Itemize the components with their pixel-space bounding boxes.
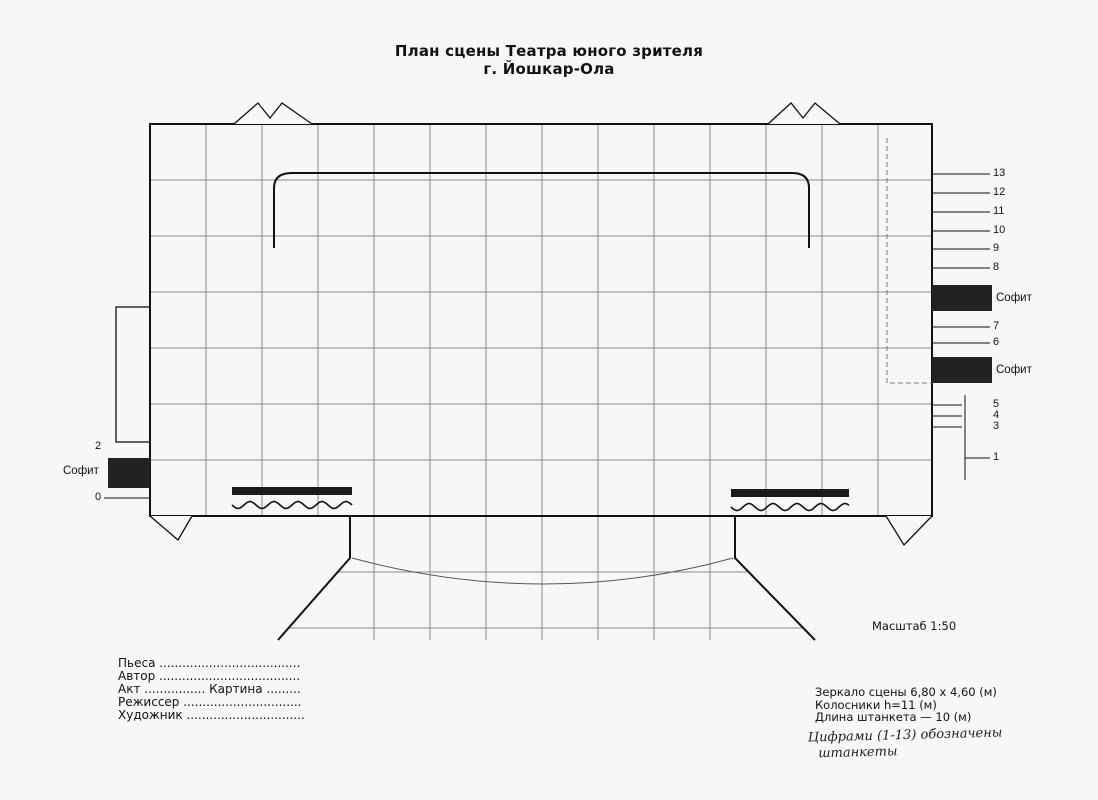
batten-number-11: 11 <box>993 205 1005 217</box>
stage-grid <box>150 124 932 640</box>
cyclorama-line <box>273 172 810 248</box>
batten-number-2: 2 <box>95 440 102 452</box>
batten-number-7: 7 <box>993 320 1000 332</box>
form-field-play: Пьеса ..................................… <box>118 656 301 670</box>
top-left-notch <box>233 102 313 125</box>
right-curtain-wave <box>730 502 850 512</box>
sofit-label-left: Софит <box>63 465 99 477</box>
bottom-right-notch <box>885 515 933 547</box>
stage-specs: Зеркало сцены 6,80 х 4,60 (м) Колосники … <box>815 686 997 724</box>
sofit-left-block <box>108 458 150 488</box>
handwritten-note: Цифрами (1-13) обозначены штанкеты <box>808 725 1003 762</box>
batten-number-13: 13 <box>993 167 1006 179</box>
production-form: Пьеса ..................................… <box>118 657 305 722</box>
batten-number-10: 10 <box>993 224 1006 236</box>
form-field-director: Режиссер ............................... <box>118 695 302 709</box>
forestage-walls <box>277 516 816 641</box>
right-dashed-pocket <box>886 138 932 384</box>
batten-number-12: 12 <box>993 186 1006 198</box>
forestage-curve <box>351 557 734 585</box>
left-side-pocket <box>115 306 151 443</box>
stage-outline <box>149 123 933 517</box>
form-field-act-scene: Акт ................ Картина ......... <box>118 682 301 696</box>
batten-number-0: 0 <box>95 491 102 503</box>
left-curtain-bar <box>232 487 352 495</box>
spec-grid-height: Колосники h=11 (м) <box>815 697 937 712</box>
batten-number-5: 5 <box>993 398 1000 410</box>
spec-batten-length: Длина штанкета — 10 (м) <box>815 710 972 724</box>
plan-subtitle-city: г. Йошкар-Ола <box>483 60 615 78</box>
form-field-author: Автор ..................................… <box>118 669 301 683</box>
sofit-label-right-upper: Софит <box>996 292 1032 304</box>
bottom-left-notch <box>149 515 193 542</box>
sofit-right-lower-block <box>932 357 992 383</box>
batten-lines-right <box>932 173 990 480</box>
batten-number-6: 6 <box>993 336 1000 348</box>
batten-number-4: 4 <box>993 409 1000 421</box>
scale-label: Масштаб 1:50 <box>872 619 957 633</box>
left-curtain-wave <box>231 500 353 510</box>
spec-proscenium: Зеркало сцены 6,80 х 4,60 (м) <box>815 685 997 699</box>
batten-number-1: 1 <box>993 451 1000 463</box>
sofit-label-right-lower: Софит <box>996 364 1032 376</box>
batten-number-8: 8 <box>993 261 1000 273</box>
sofit-right-upper-block <box>932 285 992 311</box>
form-field-designer: Художник ............................... <box>118 708 305 722</box>
batten-number-3: 3 <box>993 420 1000 432</box>
top-right-notch <box>767 102 841 125</box>
batten-number-9: 9 <box>993 242 1000 254</box>
plan-title: План сцены Театра юного зрителя <box>394 42 704 60</box>
right-curtain-bar <box>731 489 849 497</box>
